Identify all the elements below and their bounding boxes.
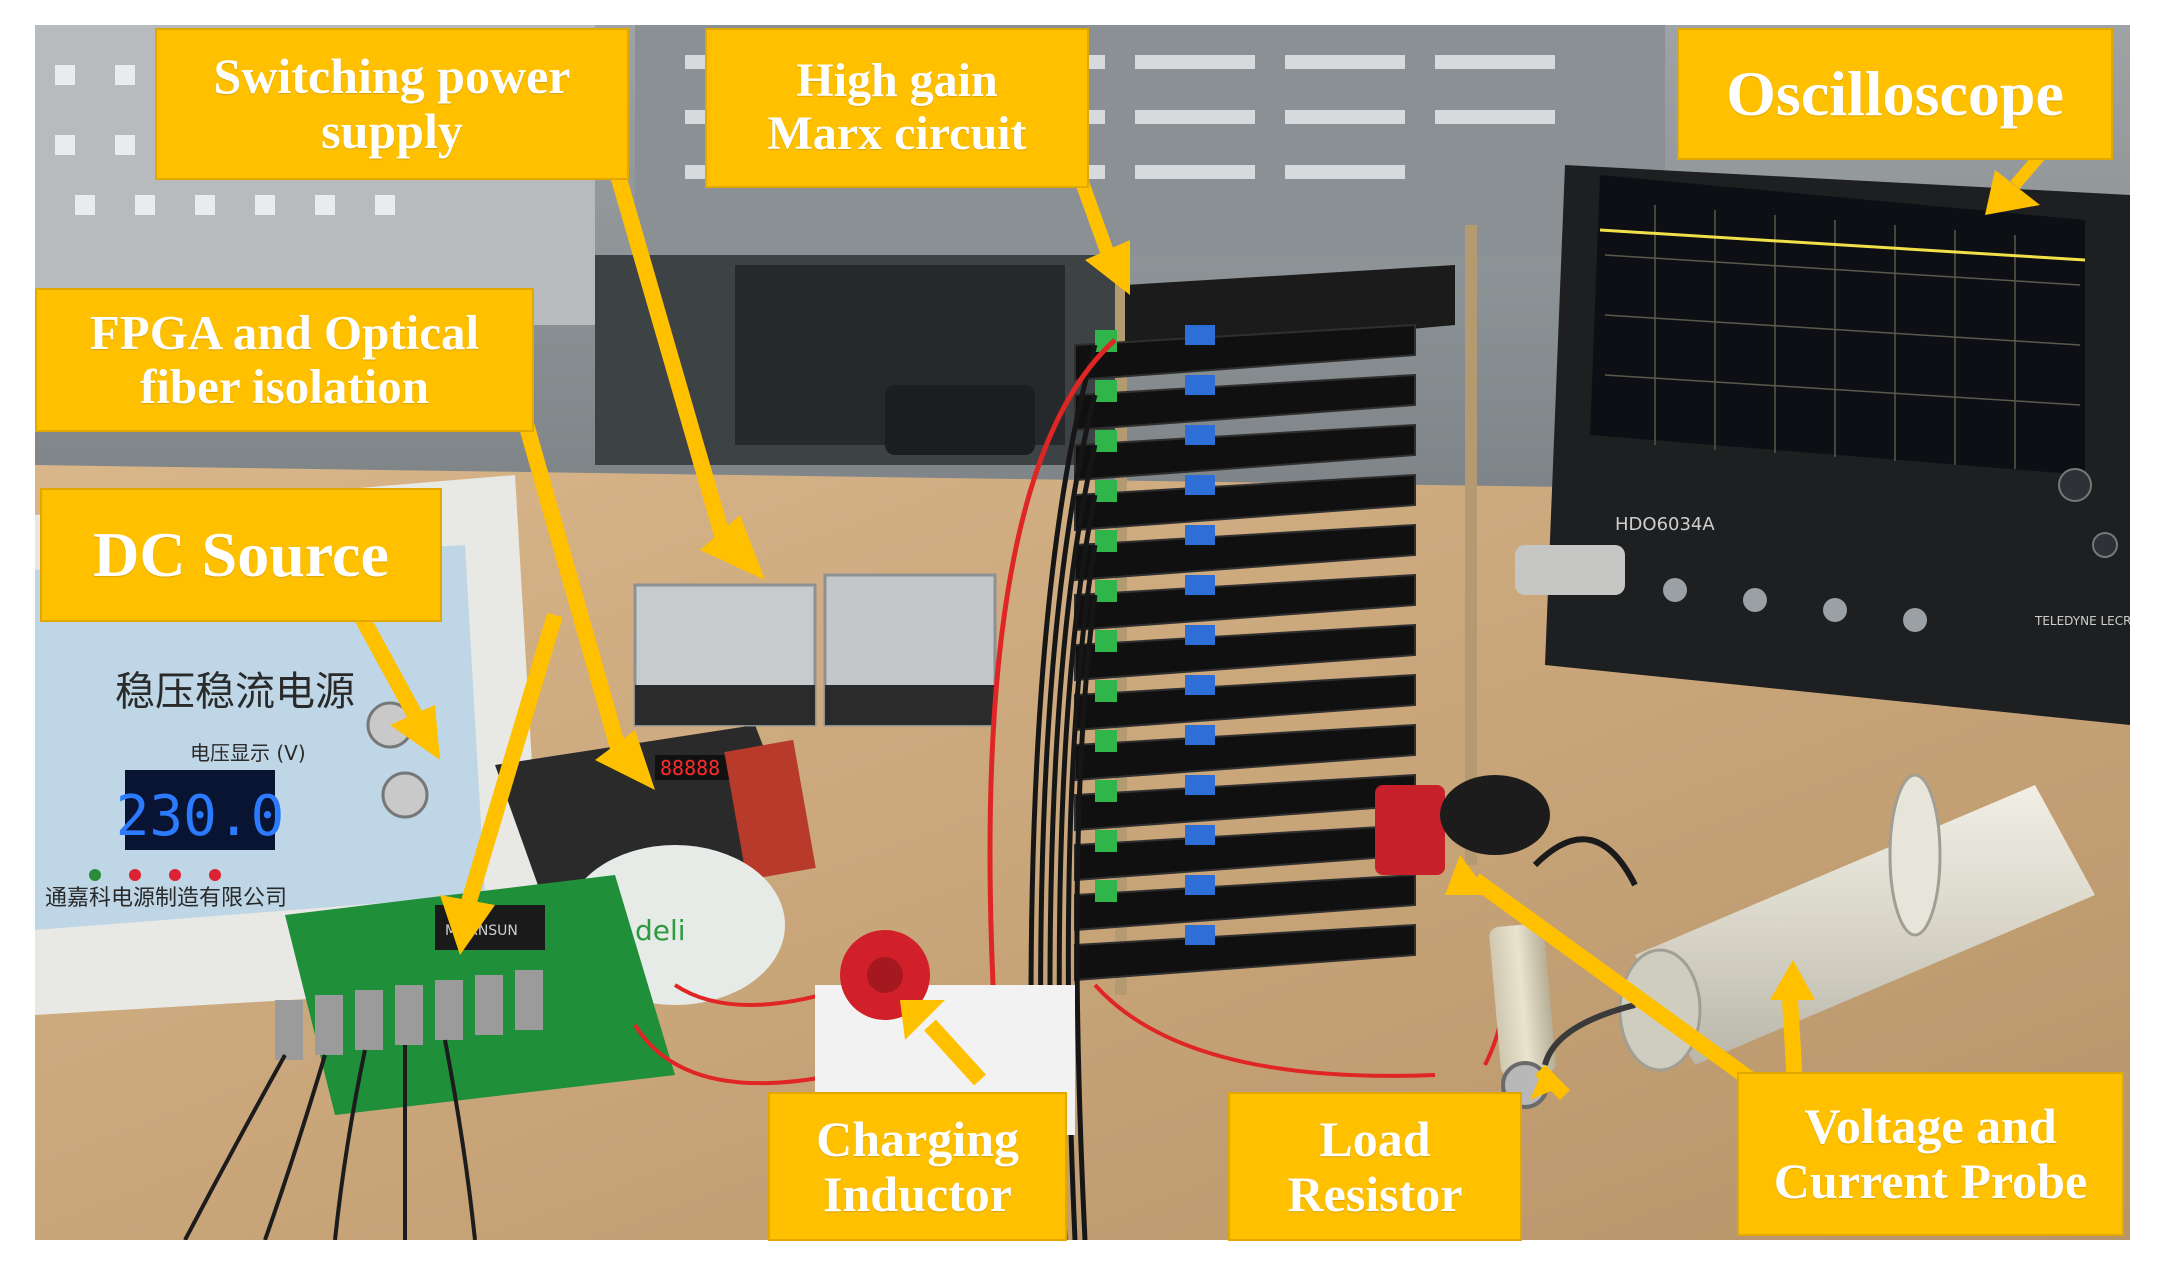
marx-circuit-stack: [987, 225, 1477, 1240]
label-load-resistor: Load Resistor: [1228, 1092, 1522, 1241]
arrow-dc-source: [347, 601, 440, 760]
label-charging-inductor: Charging Inductor: [768, 1092, 1067, 1241]
svg-text:88888: 88888: [660, 756, 720, 780]
oscilloscope-device: HDO6034A TELEDYNE LECROY: [1515, 165, 2130, 725]
dc-knob-voltage: [381, 771, 429, 819]
annotation-arrows: [347, 132, 2050, 1100]
dc-brand: 通嘉科电源制造有限公司: [45, 886, 287, 911]
label-oscilloscope: Oscilloscope: [1677, 28, 2113, 160]
fpga-board: 88888 deli: [495, 725, 816, 1005]
arrow-resistor: [1530, 1065, 1570, 1100]
scope-model: HDO6034A: [1615, 514, 1715, 535]
probe-amplifier: [1515, 545, 1625, 595]
dc-display-value: 230.0: [116, 784, 285, 849]
label-voltage-current-probe: Voltage and Current Probe: [1737, 1072, 2124, 1236]
dc-display-caption: 电压显示 (V): [190, 741, 306, 765]
arrow-fpga: [440, 417, 655, 955]
label-switching-power-supply: Switching power supply: [155, 28, 629, 180]
black-adapter: [885, 385, 1035, 455]
switching-power-supplies: [633, 573, 997, 727]
label-high-gain-marx: High gain Marx circuit: [705, 28, 1089, 188]
scope-trace: [1599, 228, 2086, 262]
arrow-switching-power: [607, 162, 765, 580]
scope-brand: TELEDYNE LECROY: [2034, 614, 2130, 628]
tape-brand: deli: [635, 914, 686, 947]
experimental-setup-scene: 稳压稳流电源 电压显示 (V) 230.0 通嘉科电源制造有限公司 88888 …: [35, 25, 2130, 1240]
label-dc-source: DC Source: [40, 488, 442, 622]
dc-panel-title: 稳压稳流电源: [115, 669, 355, 715]
label-fpga: FPGA and Optical fiber isolation: [35, 288, 534, 432]
dc-display: [125, 770, 275, 850]
arrow-inductor: [900, 1000, 986, 1086]
arrow-probe: [1445, 855, 1815, 1097]
